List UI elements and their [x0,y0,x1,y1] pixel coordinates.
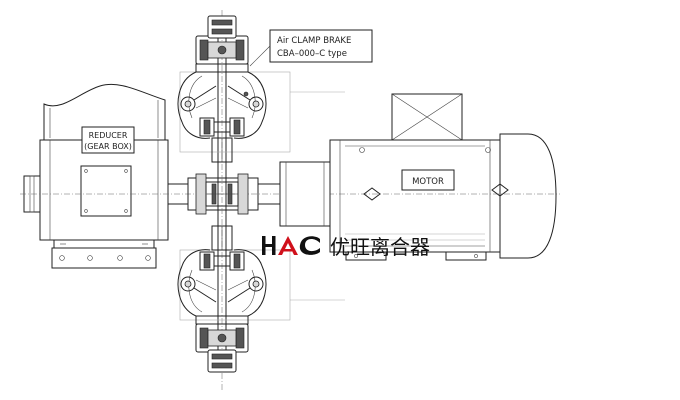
reducer-label-line1: REDUCER [89,131,128,140]
air-clamp-brake-top [177,15,267,163]
shaft-coupling [20,10,560,390]
brake-label: Air CLAMP BRAKE CBA–000–C type [249,29,373,67]
hac-logo: 优旺离合器 [262,235,430,259]
reducer-label-line2: (GEAR BOX) [84,142,132,151]
logo-mark-c [299,236,320,255]
reducer-gearbox: REDUCER (GEAR BOX) [23,83,189,269]
logo-mark-a [278,236,298,255]
air-clamp-brake-bottom [177,225,267,373]
motor-label: MOTOR [412,177,444,187]
brake-label-line1: Air CLAMP BRAKE [277,36,351,46]
logo-company-name: 优旺离合器 [330,235,430,259]
motor: MOTOR [329,93,557,261]
brake-label-line2: CBA–000–C type [277,49,347,59]
